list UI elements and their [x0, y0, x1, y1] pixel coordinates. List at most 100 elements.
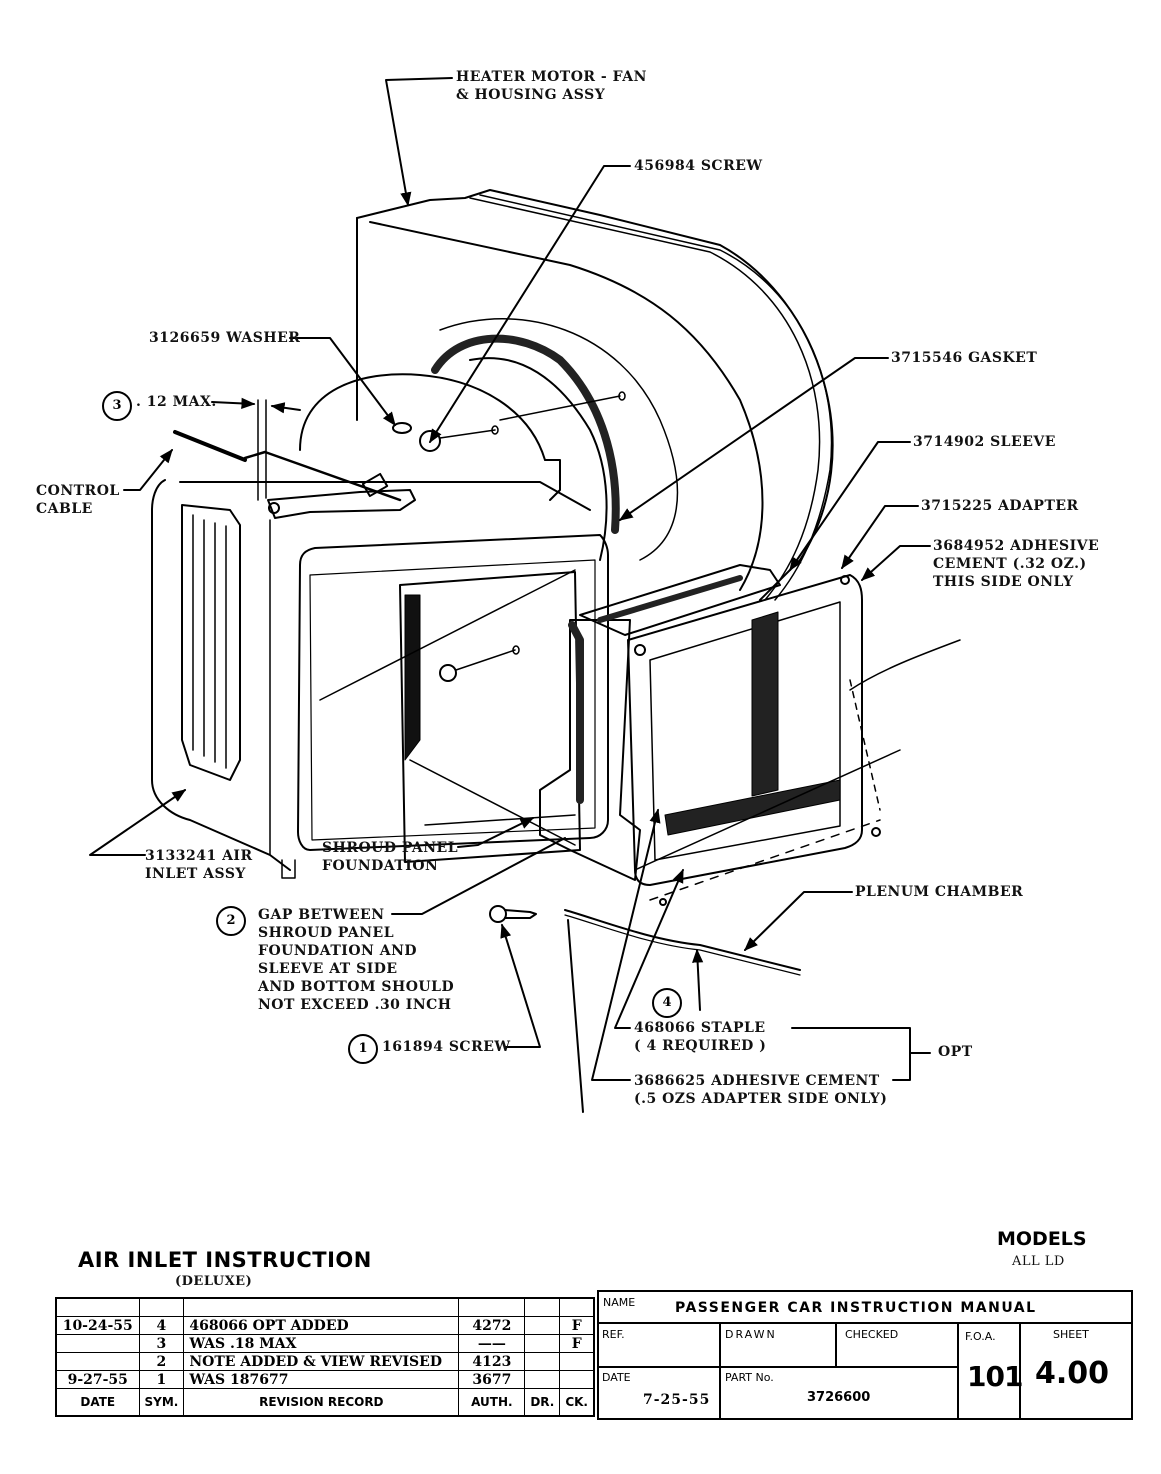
- label-screw-456984: 456984 SCREW: [634, 158, 763, 174]
- plenum-chamber: [564, 639, 961, 976]
- note-4-marker: 4: [652, 988, 682, 1018]
- revision-row: 2 NOTE ADDED & VIEW REVISED 4123: [55, 1352, 595, 1371]
- rev-dr: [524, 1316, 561, 1335]
- header-auth: AUTH.: [458, 1388, 526, 1417]
- label-adapter: 3715225 ADAPTER: [921, 498, 1079, 514]
- label-plenum-chamber: PLENUM CHAMBER: [855, 884, 1024, 900]
- rev-record: 468066 OPT ADDED: [183, 1316, 460, 1335]
- foa-value: 101: [967, 1360, 1023, 1393]
- label-gasket: 3715546 GASKET: [891, 350, 1038, 366]
- label-staple: 468066 STAPLE ( 4 REQUIRED ): [634, 1020, 767, 1054]
- revision-row: 10-24-55 4 468066 OPT ADDED 4272 F: [55, 1316, 595, 1335]
- header-record: REVISION RECORD: [183, 1388, 460, 1417]
- note-1-marker: 1: [348, 1034, 378, 1064]
- loose-screw: [489, 905, 537, 923]
- rev-ck: F: [559, 1334, 595, 1353]
- rev-record: [183, 1297, 460, 1317]
- rev-record: WAS .18 MAX: [183, 1334, 460, 1353]
- air-inlet-assembly: [151, 479, 609, 879]
- ref-label: REF.: [602, 1328, 625, 1341]
- adapter-frame: [627, 574, 863, 886]
- rev-auth: 4272: [458, 1316, 526, 1335]
- exploded-assembly-drawing: [89, 77, 961, 1113]
- label-control-cable: CONTROL CABLE: [36, 483, 120, 517]
- rev-date: 9-27-55: [55, 1370, 140, 1389]
- rev-date: [55, 1334, 140, 1353]
- rev-sym: 1: [138, 1370, 185, 1389]
- gasket-ring: [431, 334, 620, 561]
- sheet-cell: SHEET 4.00: [1021, 1324, 1131, 1418]
- date-label: DATE: [602, 1371, 631, 1384]
- rev-sym: [138, 1297, 185, 1317]
- rev-ck: [559, 1370, 595, 1389]
- name-label: NAME: [603, 1296, 636, 1309]
- header-dr: DR.: [524, 1388, 561, 1417]
- heater-motor-housing: [356, 189, 834, 601]
- rev-sym: 4: [138, 1316, 185, 1335]
- rev-auth: ——: [458, 1334, 526, 1353]
- foa-label: F.O.A.: [965, 1330, 996, 1343]
- date-value: 7-25-55: [643, 1392, 711, 1408]
- part-number-cell: PART No. 3726600: [721, 1368, 959, 1418]
- rev-dr: [524, 1352, 561, 1371]
- rev-ck: [559, 1297, 595, 1317]
- rev-auth: 4123: [458, 1352, 526, 1371]
- drawn-label: DRAWN: [725, 1328, 777, 1341]
- part-number-label: PART No.: [725, 1371, 774, 1384]
- label-adhesive-3686625: 3686625 ADHESIVE CEMENT (.5 OZS ADAPTER …: [634, 1073, 888, 1107]
- rev-ck: [559, 1352, 595, 1371]
- sheet-value: 4.00: [1035, 1356, 1110, 1391]
- checked-label: CHECKED: [845, 1328, 899, 1341]
- revision-header-row: DATE SYM. REVISION RECORD AUTH. DR. CK.: [55, 1388, 595, 1417]
- foa-cell: F.O.A. 101: [959, 1324, 1023, 1418]
- checked-cell: CHECKED: [837, 1324, 959, 1368]
- rev-dr: [524, 1297, 561, 1317]
- control-linkage: [173, 399, 416, 519]
- rev-record: WAS 187677: [183, 1370, 460, 1389]
- rev-auth: [458, 1297, 526, 1317]
- revision-row: [55, 1297, 595, 1317]
- drawing-subtitle: (DELUXE): [175, 1274, 253, 1289]
- rev-sym: 3: [138, 1334, 185, 1353]
- rev-dr: [524, 1370, 561, 1389]
- revision-table: 10-24-55 4 468066 OPT ADDED 4272 F 3 WAS…: [55, 1297, 595, 1417]
- date-cell: DATE 7-25-55: [599, 1368, 721, 1418]
- label-max-note: . 12 MAX.: [136, 394, 217, 410]
- header-date: DATE: [55, 1388, 140, 1417]
- manual-name: PASSENGER CAR INSTRUCTION MANUAL: [675, 1300, 1037, 1316]
- name-row: NAME PASSENGER CAR INSTRUCTION MANUAL: [599, 1292, 1131, 1324]
- models-label: MODELS: [997, 1228, 1087, 1250]
- label-air-inlet-assy: 3133241 AIR INLET ASSY: [145, 848, 253, 882]
- rev-date: [55, 1297, 140, 1317]
- rev-record: NOTE ADDED & VIEW REVISED: [183, 1352, 460, 1371]
- label-sleeve: 3714902 SLEEVE: [913, 434, 1056, 450]
- label-screw-161894: 161894 SCREW: [382, 1039, 511, 1055]
- rev-date: [55, 1352, 140, 1371]
- label-adhesive-3684952: 3684952 ADHESIVE CEMENT (.32 OZ.) THIS S…: [933, 538, 1100, 590]
- ref-cell: REF.: [599, 1324, 721, 1368]
- header-ck: CK.: [559, 1388, 595, 1417]
- header-sym: SYM.: [138, 1388, 185, 1417]
- rev-auth: 3677: [458, 1370, 526, 1389]
- label-opt: OPT: [938, 1044, 973, 1060]
- revision-row: 3 WAS .18 MAX —— F: [55, 1334, 595, 1353]
- rev-dr: [524, 1334, 561, 1353]
- rev-ck: F: [559, 1316, 595, 1335]
- motor-dome: [299, 373, 626, 501]
- rev-sym: 2: [138, 1352, 185, 1371]
- drawn-cell: DRAWN: [721, 1324, 837, 1368]
- revision-row: 9-27-55 1 WAS 187677 3677: [55, 1370, 595, 1389]
- models-value: ALL LD: [1012, 1254, 1065, 1269]
- drawing-title: AIR INLET INSTRUCTION: [78, 1248, 372, 1272]
- part-number-value: 3726600: [807, 1390, 871, 1405]
- note-3-marker: 3: [102, 391, 132, 421]
- label-heater-motor: HEATER MOTOR - FAN & HOUSING ASSY: [456, 69, 647, 103]
- leader-lines: [89, 77, 931, 1113]
- label-washer: 3126659 WASHER: [149, 330, 301, 346]
- title-block: NAME PASSENGER CAR INSTRUCTION MANUAL RE…: [597, 1290, 1133, 1420]
- rev-date: 10-24-55: [55, 1316, 140, 1335]
- sheet-label: SHEET: [1053, 1328, 1089, 1341]
- sleeve: [539, 564, 781, 881]
- note-2-marker: 2: [216, 906, 246, 936]
- label-shroud-panel: SHROUD PANEL FOUNDATION: [322, 840, 459, 874]
